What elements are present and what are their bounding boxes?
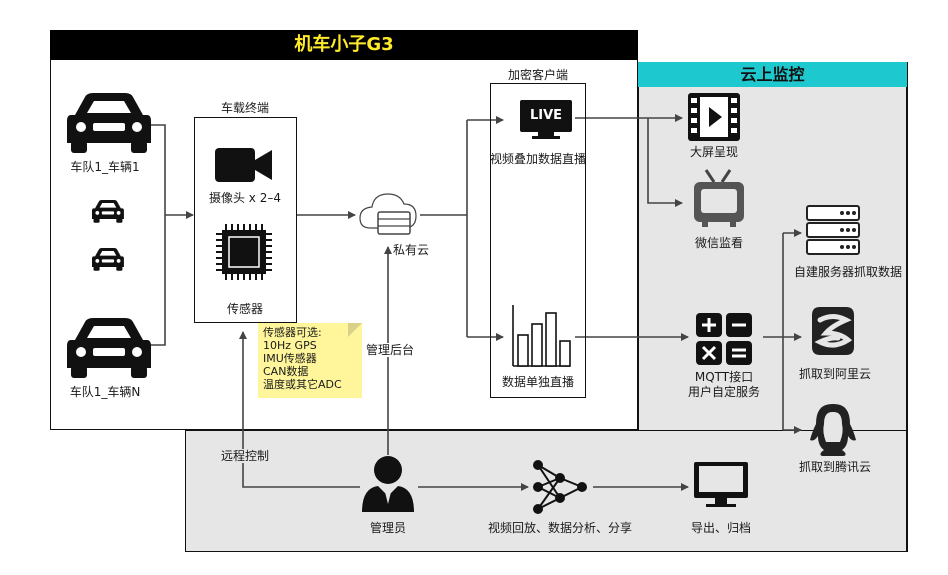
- big-screen-label: 大屏呈现: [689, 145, 739, 159]
- film-screen-icon: [688, 93, 740, 141]
- data-live-label: 数据单独直播: [501, 375, 575, 389]
- vehicle-terminal-box: [194, 117, 297, 323]
- terminal-title: 车载终端: [220, 101, 270, 115]
- manager-label: 管理员: [369, 521, 407, 535]
- mqtt-label-line1: MQTT接口: [694, 370, 754, 384]
- encrypted-client-title: 加密客户端: [507, 68, 569, 82]
- mqtt-label-line2: 用户自定服务: [687, 385, 761, 399]
- note-fold: [348, 323, 362, 337]
- vehicle-first-label: 车队1_车辆1: [70, 160, 140, 174]
- bar-chart-icon: [512, 305, 571, 367]
- car-icon-small: [92, 200, 124, 223]
- sensor-note-line: 10Hz GPS: [263, 339, 317, 352]
- aliyun-logo-icon: [812, 307, 854, 355]
- own-server-label: 自建服务器抓取数据: [793, 265, 903, 279]
- aliyun-label: 抓取到阿里云: [798, 367, 872, 381]
- server-icon: [806, 205, 860, 255]
- cloud-section-title: 云上监控: [638, 62, 907, 87]
- car-icon: [67, 318, 151, 378]
- tencent-label: 抓取到腾讯云: [798, 460, 872, 474]
- sensor-note-line: CAN数据: [263, 365, 309, 378]
- private-cloud-label: 私有云: [393, 243, 430, 257]
- admin-backend-label: 管理后台: [365, 343, 416, 357]
- live-monitor-icon: [520, 100, 572, 139]
- video-camera-icon: [215, 148, 272, 182]
- person-icon: [362, 456, 414, 512]
- page-title: 机车小子G3: [50, 30, 638, 60]
- sensor-note-line: IMU传感器: [263, 352, 317, 365]
- gray-panel-bottom-right-edge: [906, 62, 908, 552]
- live-badge: LIVE: [529, 108, 563, 123]
- network-graph-icon: [533, 460, 587, 514]
- car-icon-small: [92, 248, 124, 271]
- chip-icon: [216, 224, 272, 280]
- video-live-label: 视频叠加数据直播: [489, 152, 587, 166]
- cloud-server-icon: [359, 193, 417, 235]
- sensor-note-line: 传感器可选:: [263, 326, 322, 339]
- car-icon: [67, 93, 151, 153]
- qq-penguin-icon: [810, 404, 856, 456]
- remote-control-label: 远程控制: [220, 449, 271, 463]
- wechat-label: 微信监看: [694, 236, 744, 250]
- sensor-label: 传感器: [226, 302, 264, 316]
- export-label: 导出、归档: [690, 521, 752, 535]
- tv-icon: [694, 169, 744, 227]
- calculator-icon: [696, 313, 752, 365]
- sensor-note-line: 温度或其它ADC: [263, 378, 342, 391]
- monitor-icon: [694, 462, 748, 507]
- vehicle-last-label: 车队1_车辆N: [69, 385, 141, 399]
- camera-label: 摄像头 x 2–4: [208, 191, 282, 205]
- encrypted-client-box: [490, 83, 586, 398]
- sensor-note: 传感器可选: 10Hz GPS IMU传感器 CAN数据 温度或其它ADC: [258, 323, 362, 398]
- analysis-label: 视频回放、数据分析、分享: [487, 521, 633, 535]
